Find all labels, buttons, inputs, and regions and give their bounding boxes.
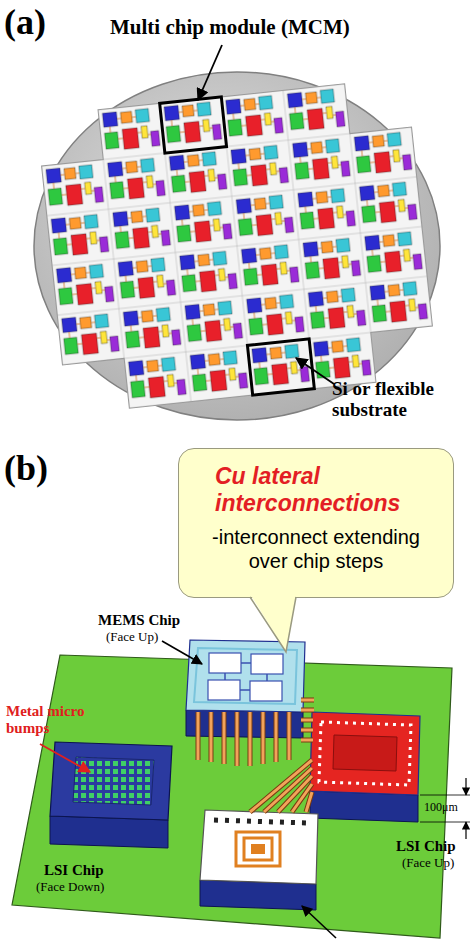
text-label: LSI Chip [44,862,104,879]
coil-pattern [236,832,280,866]
mems-element [209,653,241,673]
text-label: Multi chip module (MCM) [110,16,410,40]
chip-top [200,810,318,884]
module-grid [36,77,437,414]
text-label: MEMS Chip [98,612,180,629]
chip-side [310,791,418,822]
mems-chip-top [186,640,305,712]
text-label: (Face Up) [402,856,454,871]
mcm-highlight [160,97,227,153]
substrate-board [12,655,452,938]
text-label: (b) [4,448,48,488]
chip-pads [319,722,411,785]
callout-heading: Cu lateral interconnections [191,463,441,517]
text-label: LSI Chip [396,838,456,855]
micro-bump-array [73,757,154,805]
wafer-illustration [34,45,440,420]
callout-tail-outline [250,597,296,652]
chip-side [200,880,316,910]
text-label: Si or flexible substrate [332,378,472,421]
text-label: (Face Up) [106,630,158,645]
dimension-arrow [465,822,466,839]
dimension-extension [420,795,470,822]
callout-text: -interconnect extending over chip steps [191,525,441,573]
chip-side [50,816,168,848]
leader-line [162,641,202,664]
dimension-arrow [465,778,466,795]
text-label: (a) [4,2,46,42]
coil-pattern [251,844,265,854]
leader-line [198,45,222,100]
mems-element [208,680,240,700]
callout-bubble: Cu lateral interconnections -interconnect… [178,448,454,598]
cu-interconnect [198,700,314,812]
mems-beams [225,663,267,690]
chip-pads [214,820,308,823]
leader-line [296,358,334,384]
chip-side [186,710,303,738]
mems-element [251,654,283,674]
mems-element [250,681,282,701]
leader-line [40,744,90,772]
substrate-tiles [36,77,437,414]
text-label: (Face Down) [36,880,104,895]
lsi-chip-top [310,712,420,795]
mcm-highlight [247,339,314,395]
leader-line [302,906,336,938]
mcm-illustration [12,640,470,938]
wafer-disc [34,72,440,420]
mems-frame [194,648,297,704]
coil-pattern [244,838,272,860]
text-label: 100μm [424,801,458,814]
text-label: Metal micro bumps [6,703,101,737]
lsi-chip-top [50,742,172,820]
chip-core [333,735,397,771]
cu-interconnect [198,700,314,812]
callout-tail [250,594,296,652]
